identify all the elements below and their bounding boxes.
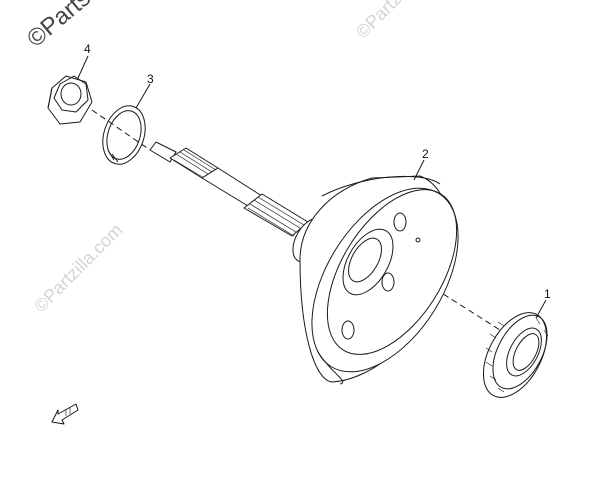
leader-line	[135, 83, 151, 109]
hex-nut-part[interactable]	[47, 75, 93, 125]
axis-line	[417, 277, 501, 331]
leader-line	[413, 159, 425, 181]
axis-line	[91, 109, 151, 151]
callout-label-4: 4	[84, 42, 91, 56]
callout-label-1: 1	[544, 287, 551, 301]
leader-line	[77, 55, 89, 79]
output-shaft-housing-part[interactable]	[149, 141, 488, 397]
leader-line	[535, 299, 547, 319]
snap-ring-part[interactable]	[96, 100, 153, 169]
callout-label-2: 2	[422, 147, 429, 161]
callout-label-3: 3	[147, 72, 154, 86]
one-way-clutch-part[interactable]	[470, 302, 559, 408]
front-direction-arrow-icon	[51, 403, 79, 425]
